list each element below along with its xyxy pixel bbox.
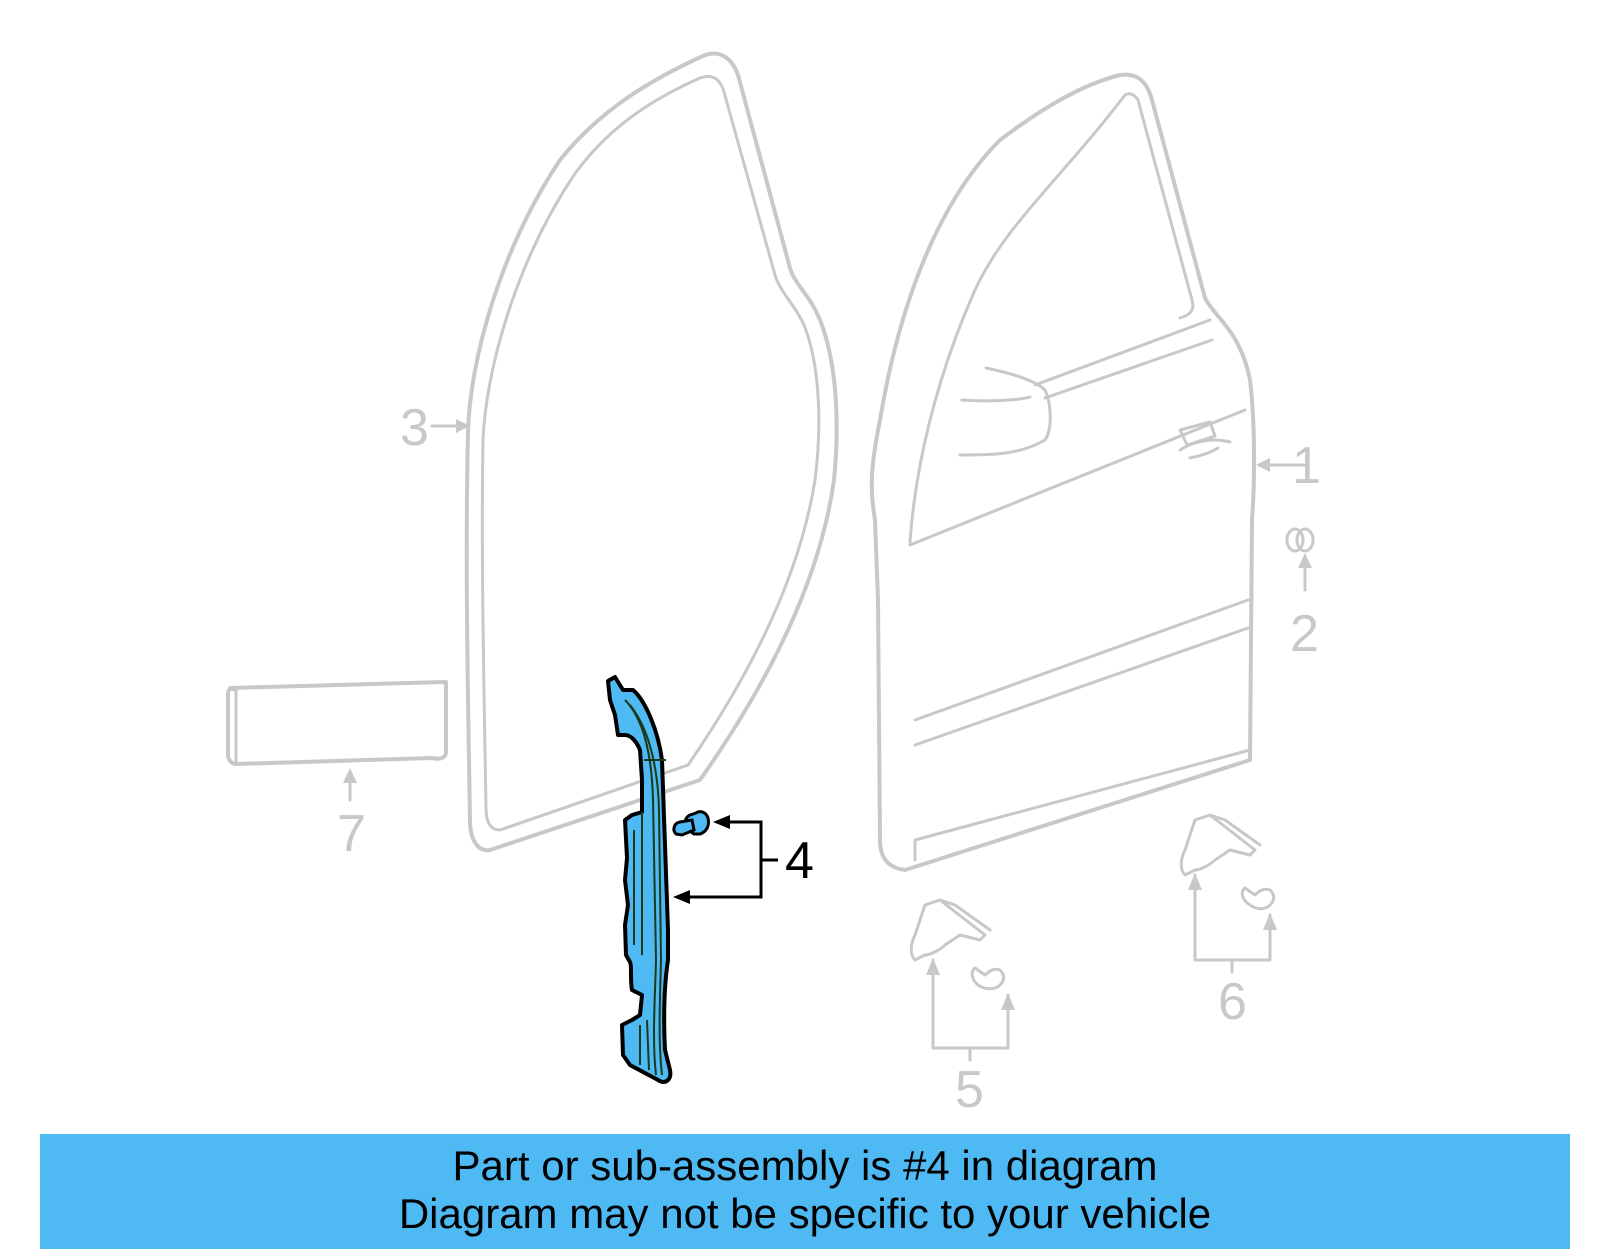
- banner-part-note: Part or sub-assembly is #4 in diagram: [452, 1142, 1158, 1189]
- arrow-head-icon: [673, 890, 690, 904]
- part-2-bumper: [1285, 527, 1315, 553]
- callout-4[interactable]: 4: [785, 832, 814, 890]
- arrow-head-icon: [1188, 873, 1202, 890]
- part-5-clip-and-screw: [909, 898, 1010, 1062]
- part-7-molding: [226, 680, 448, 766]
- callout-3[interactable]: 3: [400, 399, 429, 457]
- arrow-head-icon: [1001, 993, 1015, 1010]
- part-4-bracket-highlighted: [606, 675, 673, 1084]
- part-1-door-shell: [869, 72, 1257, 872]
- part-6-clip-and-screw: [1179, 813, 1276, 974]
- info-banner: Part or sub-assembly is #4 in diagram Di…: [40, 1134, 1570, 1249]
- arrow-head-icon: [1263, 913, 1277, 930]
- part-3-weatherstrip: [464, 51, 839, 853]
- callout-1[interactable]: 1: [1292, 437, 1321, 495]
- callout-5[interactable]: 5: [955, 1061, 984, 1119]
- banner-disclaimer: Diagram may not be specific to your vehi…: [398, 1190, 1212, 1237]
- callout-2[interactable]: 2: [1290, 605, 1319, 663]
- part-4-bolt-highlighted: [672, 810, 710, 837]
- callout-7[interactable]: 7: [337, 805, 366, 863]
- arrow-head-icon: [926, 958, 940, 975]
- callout-6[interactable]: 6: [1218, 973, 1247, 1031]
- arrow-head-icon: [713, 815, 730, 829]
- callout-4-leader: [683, 820, 778, 899]
